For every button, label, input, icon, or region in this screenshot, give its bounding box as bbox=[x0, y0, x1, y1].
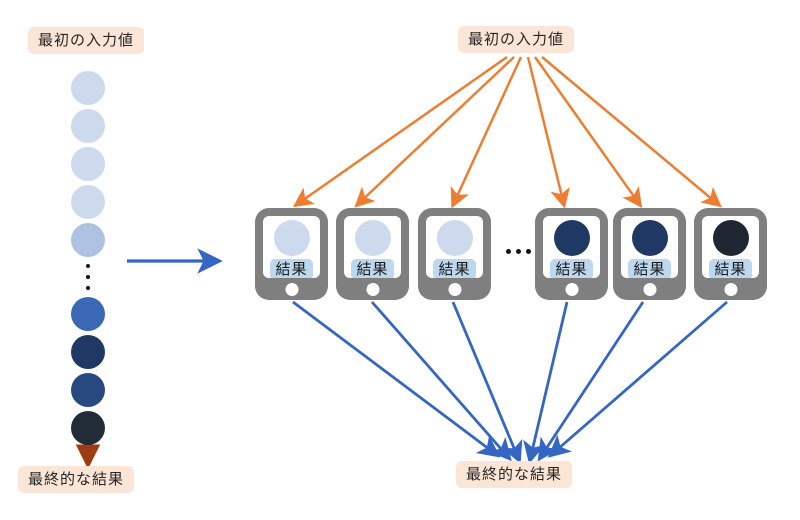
input-value-circle bbox=[71, 71, 105, 105]
home-button-icon bbox=[448, 283, 461, 296]
device-screen: 結果 bbox=[621, 216, 678, 278]
device-screen: 結果 bbox=[344, 216, 401, 278]
input-distribution-arrow bbox=[541, 56, 722, 208]
device-tablet: 結果 bbox=[418, 208, 491, 300]
input-value-circle bbox=[71, 297, 105, 331]
result-badge: 結果 bbox=[628, 259, 671, 278]
home-button-icon bbox=[366, 283, 379, 296]
input-distribution-arrow bbox=[354, 56, 515, 208]
home-button-icon bbox=[565, 283, 578, 296]
home-button-icon bbox=[724, 283, 737, 296]
screen-value-circle bbox=[631, 220, 668, 256]
screen-value-circle bbox=[354, 220, 391, 256]
result-badge: 結果 bbox=[270, 259, 313, 278]
screen-value-circle bbox=[273, 220, 310, 256]
result-badge: 結果 bbox=[550, 259, 593, 278]
result-aggregation-arrow bbox=[451, 301, 523, 464]
result-aggregation-arrow bbox=[370, 301, 512, 462]
input-value-circle bbox=[71, 223, 105, 257]
device-tablet: 結果 bbox=[694, 208, 767, 300]
device-screen: 結果 bbox=[543, 216, 600, 278]
device-tablet: 結果 bbox=[336, 208, 409, 300]
result-badge: 結果 bbox=[351, 259, 394, 278]
home-button-icon bbox=[643, 283, 656, 296]
input-distribution-arrow bbox=[450, 56, 523, 209]
screen-value-circle bbox=[712, 220, 749, 256]
home-button-icon bbox=[285, 283, 298, 296]
input-distribution-arrow bbox=[533, 56, 643, 209]
sequential-input-label: 最初の入力値 bbox=[28, 27, 145, 54]
screen-value-circle bbox=[436, 220, 473, 256]
input-value-circle bbox=[71, 335, 105, 369]
result-aggregation-arrow bbox=[547, 300, 728, 458]
input-distribution-arrow bbox=[526, 56, 570, 209]
result-badge: 結果 bbox=[433, 259, 476, 278]
device-screen: 結果 bbox=[702, 216, 759, 278]
input-value-circle bbox=[71, 185, 105, 219]
result-aggregation-arrow bbox=[292, 300, 501, 458]
device-screen: 結果 bbox=[426, 216, 483, 278]
device-tablet: 結果 bbox=[535, 208, 608, 300]
result-aggregation-arrow bbox=[523, 301, 569, 465]
device-screen: 結果 bbox=[263, 216, 320, 278]
input-value-circle bbox=[71, 147, 105, 181]
screen-value-circle bbox=[553, 220, 590, 256]
input-value-circle bbox=[71, 373, 105, 407]
horizontal-ellipsis bbox=[506, 249, 531, 254]
device-tablet: 結果 bbox=[255, 208, 328, 300]
parallel-input-label: 最初の入力値 bbox=[458, 26, 575, 53]
input-value-circle bbox=[71, 411, 105, 445]
device-tablet: 結果 bbox=[613, 208, 686, 300]
input-distribution-arrow bbox=[292, 55, 508, 208]
sequential-final-result-label: 最終的な結果 bbox=[18, 466, 135, 493]
input-value-circle bbox=[71, 109, 105, 143]
parallel-final-result-label: 最終的な結果 bbox=[456, 461, 573, 488]
result-badge: 結果 bbox=[709, 259, 752, 278]
result-aggregation-arrow bbox=[537, 301, 645, 462]
vertical-ellipsis bbox=[86, 264, 90, 290]
